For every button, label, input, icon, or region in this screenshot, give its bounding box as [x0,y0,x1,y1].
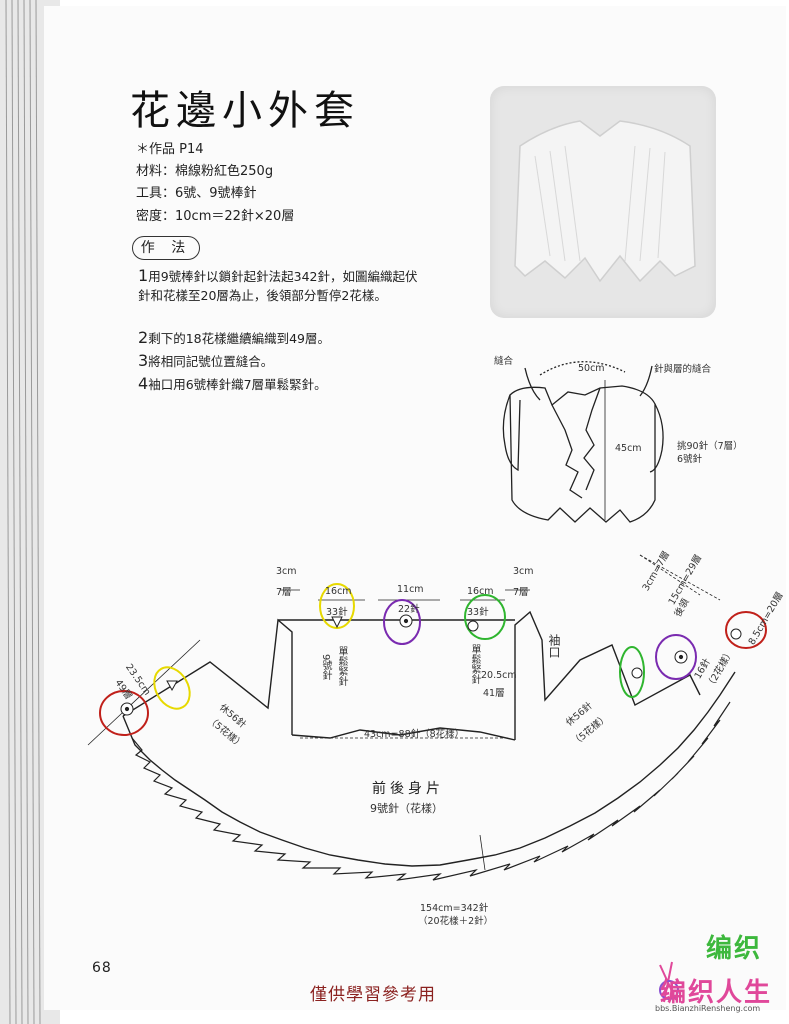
step-3: 3將相同記號位置縫合。 [138,351,418,371]
step-1-text: 用9號棒針以鎖針起針法起342針，如圖編織起伏針和花樣至20層為止，後領部分暫停… [138,269,418,303]
jacket-height-label: 45cm [615,443,642,454]
depth-cm-label: 20.5cm [481,670,517,681]
bottom-width-sub-label: （20花樣＋2針） [418,916,494,927]
top-left-7rows: 7層 [276,587,292,598]
top-left-33st: 33針 [326,607,348,618]
site-url: bbs.BianzhiRensheng.com [655,1004,761,1013]
top-right-16cm: 16cm [467,586,494,597]
step-2-text: 剩下的18花樣繼續編織到49層。 [148,331,330,346]
needle-9-label: 9號針 [320,654,331,681]
top-left-16cm: 16cm [325,586,352,597]
step-1: 1用9號棒針以鎖針起針法起342針，如圖編織起伏針和花樣至20層為止，後領部分暫… [138,266,418,305]
jacket-photo [490,86,716,318]
step-2: 2剩下的18花樣繼續編織到49層。 [138,328,418,348]
step-4-text: 袖口用6號棒針織7層單鬆緊針。 [148,377,327,392]
sleeve-label: 袖口 [547,634,561,658]
step-4: 4袖口用6號棒針織7層單鬆緊針。 [138,374,418,394]
body-piece-label: 前後身片 [372,781,444,797]
body-piece-sub: 9號針（花樣） [370,802,443,815]
step-3-number: 3 [138,351,149,370]
gauge: 密度：10cm＝22針×20層 [136,209,295,224]
materials: 材料：棉線粉紅色250g [136,164,274,179]
page-number: 68 [92,960,112,976]
work-reference: ＊作品 P14 [136,142,204,157]
rib-left-label: 單鬆緊針 [336,646,347,686]
site-logo-top: 编织 [706,934,763,964]
top-right-7rows: 7層 [513,587,529,598]
howto-heading: 作 法 [132,236,200,260]
pattern-title: 花邊小外套 [130,88,360,134]
cuff-needle-label: 6號針 [677,454,703,465]
cuff-pickup-label: 挑90針（7層） [677,441,743,452]
tools: 工具：6號、9號棒針 [136,186,257,201]
jacket-width-label: 50cm [578,363,605,374]
site-logo-bottom: 编织人生 [660,978,773,1008]
rib-right-label: 單鬆緊針 [469,644,480,684]
bottom-width-label: 154cm=342針 [420,903,489,914]
top-22st: 22針 [398,604,420,615]
seam-label: 縫合 [494,356,514,367]
top-11cm: 11cm [397,584,424,595]
step-2-number: 2 [138,328,149,347]
top-right-3cm: 3cm [513,566,534,577]
step-1-number: 1 [138,266,149,285]
step-3-text: 將相同記號位置縫合。 [148,354,274,369]
watermark-text: 僅供學習參考用 [310,985,436,1005]
width-43-label: 43cm=88針（8花樣） [364,729,465,740]
top-right-33st: 33針 [467,607,489,618]
depth-rows-label: 41層 [483,688,505,699]
jacket-photo-illustration [514,120,696,283]
step-4-number: 4 [138,374,149,393]
pickup-seam-label: 針與層的縫合 [654,364,712,375]
top-left-3cm: 3cm [276,566,297,577]
